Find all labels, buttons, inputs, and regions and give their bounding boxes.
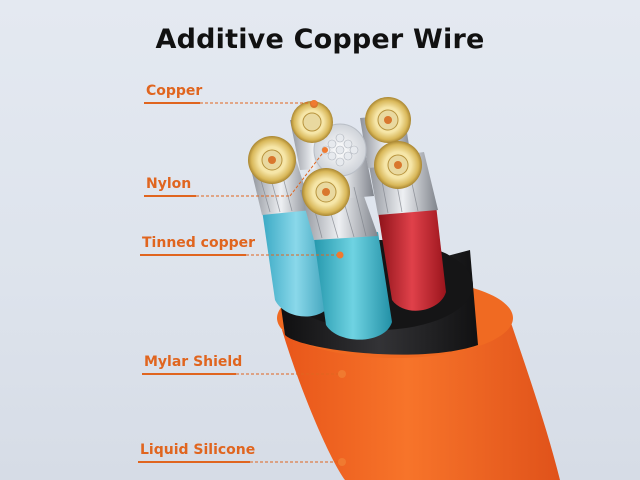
label-nylon: Nylon: [146, 176, 192, 192]
teal-insulated-wire: [314, 232, 392, 340]
label-copper: Copper: [146, 83, 203, 99]
label-liquid-silicone-underline: [138, 461, 250, 463]
leader-dot-nylon: [322, 147, 328, 153]
label-nylon-underline: [144, 195, 196, 197]
label-mylar-shield-underline: [142, 373, 236, 375]
conductor-ends: [248, 97, 422, 216]
diagram-title: Additive Copper Wire: [155, 24, 485, 55]
red-insulated-wire: [378, 205, 446, 311]
nylon-core: [313, 123, 367, 177]
label-tinned-copper-underline: [140, 254, 246, 256]
leader-dot-mylar-shield: [338, 370, 346, 378]
leader-dot-liquid-silicone: [338, 458, 346, 466]
leader-dot-copper: [311, 100, 317, 106]
leader-dots: [311, 100, 346, 466]
label-copper-underline: [144, 102, 200, 104]
leader-dot-tinned-copper: [336, 251, 344, 259]
label-mylar-shield: Mylar Shield: [144, 354, 243, 370]
label-liquid-silicone: Liquid Silicone: [140, 442, 256, 458]
label-tinned-copper: Tinned copper: [142, 235, 256, 251]
leader-lines: [196, 102, 340, 463]
